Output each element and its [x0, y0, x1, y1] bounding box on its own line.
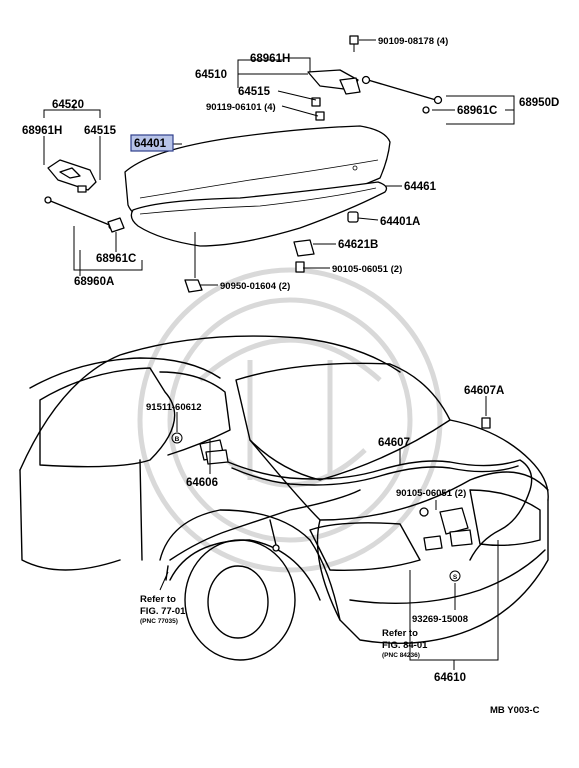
svg-text:Refer to: Refer to [140, 594, 176, 605]
rod-bracket-left[interactable] [107, 217, 125, 233]
right-hinge[interactable] [307, 69, 361, 121]
svg-text:(PNC 84236): (PNC 84236) [382, 652, 420, 659]
label-90950-01604[interactable]: 90950-01604 (2) [220, 281, 290, 292]
cable-clip[interactable] [481, 417, 491, 429]
part-labels: 90109-08178 (4) 68961H 64510 64515 90119… [22, 36, 559, 684]
left-hinge[interactable] [47, 159, 97, 193]
leader-lines-upper [43, 39, 515, 286]
label-64621B[interactable]: 64621B [338, 239, 378, 251]
marker-s: S [449, 570, 461, 582]
lid-bumper[interactable] [347, 211, 359, 223]
label-90119-06101[interactable]: 90119-06101 (4) [206, 102, 276, 113]
marker-b: B [171, 432, 183, 444]
release-lever[interactable] [199, 439, 229, 465]
clip-icon[interactable] [184, 279, 203, 293]
watermark-emblem [137, 267, 443, 573]
label-64461[interactable]: 64461 [404, 181, 437, 193]
reference-note-84[interactable]: Refer to FIG. 84-01 (PNC 84236) [382, 628, 428, 659]
label-64607A[interactable]: 64607A [464, 385, 504, 397]
svg-text:FIG. 84-01: FIG. 84-01 [382, 640, 428, 651]
label-91511-60612[interactable]: 91511-60612 [146, 402, 201, 413]
bolt-icon[interactable] [349, 35, 359, 52]
label-68961C-left[interactable]: 68961C [96, 253, 136, 265]
left-support-rod[interactable] [44, 196, 116, 230]
lid-lock-bracket[interactable] [293, 239, 315, 273]
label-64515-top[interactable]: 64515 [238, 86, 271, 98]
label-68961H-top[interactable]: 68961H [250, 53, 290, 65]
label-68961C-right[interactable]: 68961C [457, 105, 497, 117]
lock-cylinder-assembly[interactable] [419, 507, 473, 551]
label-64520[interactable]: 64520 [52, 99, 84, 111]
label-68950D[interactable]: 68950D [519, 97, 559, 109]
car-body [19, 335, 549, 661]
trunk-lid-assembly [44, 35, 443, 293]
highlighted-part-box[interactable] [130, 134, 174, 152]
label-64610[interactable]: 64610 [434, 672, 466, 684]
label-64510[interactable]: 64510 [195, 69, 227, 81]
release-cable[interactable] [165, 459, 533, 581]
label-90105-06051-bottom[interactable]: 90105-06051 (2) [396, 488, 466, 499]
label-64606[interactable]: 64606 [186, 477, 218, 489]
label-64515-left[interactable]: 64515 [84, 125, 117, 137]
reference-note-77[interactable]: Refer to FIG. 77-01 (PNC 77035) [140, 594, 186, 625]
label-64607[interactable]: 64607 [378, 437, 410, 449]
label-68961H-left[interactable]: 68961H [22, 125, 62, 137]
label-68960A[interactable]: 68960A [74, 276, 114, 288]
label-90105-06051-top[interactable]: 90105-06051 (2) [332, 264, 402, 275]
label-90109-08178[interactable]: 90109-08178 (4) [378, 36, 448, 47]
diagram-code: MB Y003-C [490, 705, 540, 716]
leader-lines-lower [159, 396, 499, 670]
label-64401[interactable]: 64401 [134, 138, 167, 150]
label-93269-15008[interactable]: 93269-15008 [412, 614, 468, 625]
svg-text:(PNC 77035): (PNC 77035) [140, 618, 178, 625]
right-support-rod[interactable] [361, 75, 443, 114]
svg-text:Refer to: Refer to [382, 628, 418, 639]
svg-text:S: S [453, 574, 458, 581]
svg-text:FIG. 77-01: FIG. 77-01 [140, 606, 186, 617]
label-64401A[interactable]: 64401A [380, 216, 420, 228]
rear-wheel [184, 539, 296, 661]
svg-text:B: B [175, 436, 180, 443]
